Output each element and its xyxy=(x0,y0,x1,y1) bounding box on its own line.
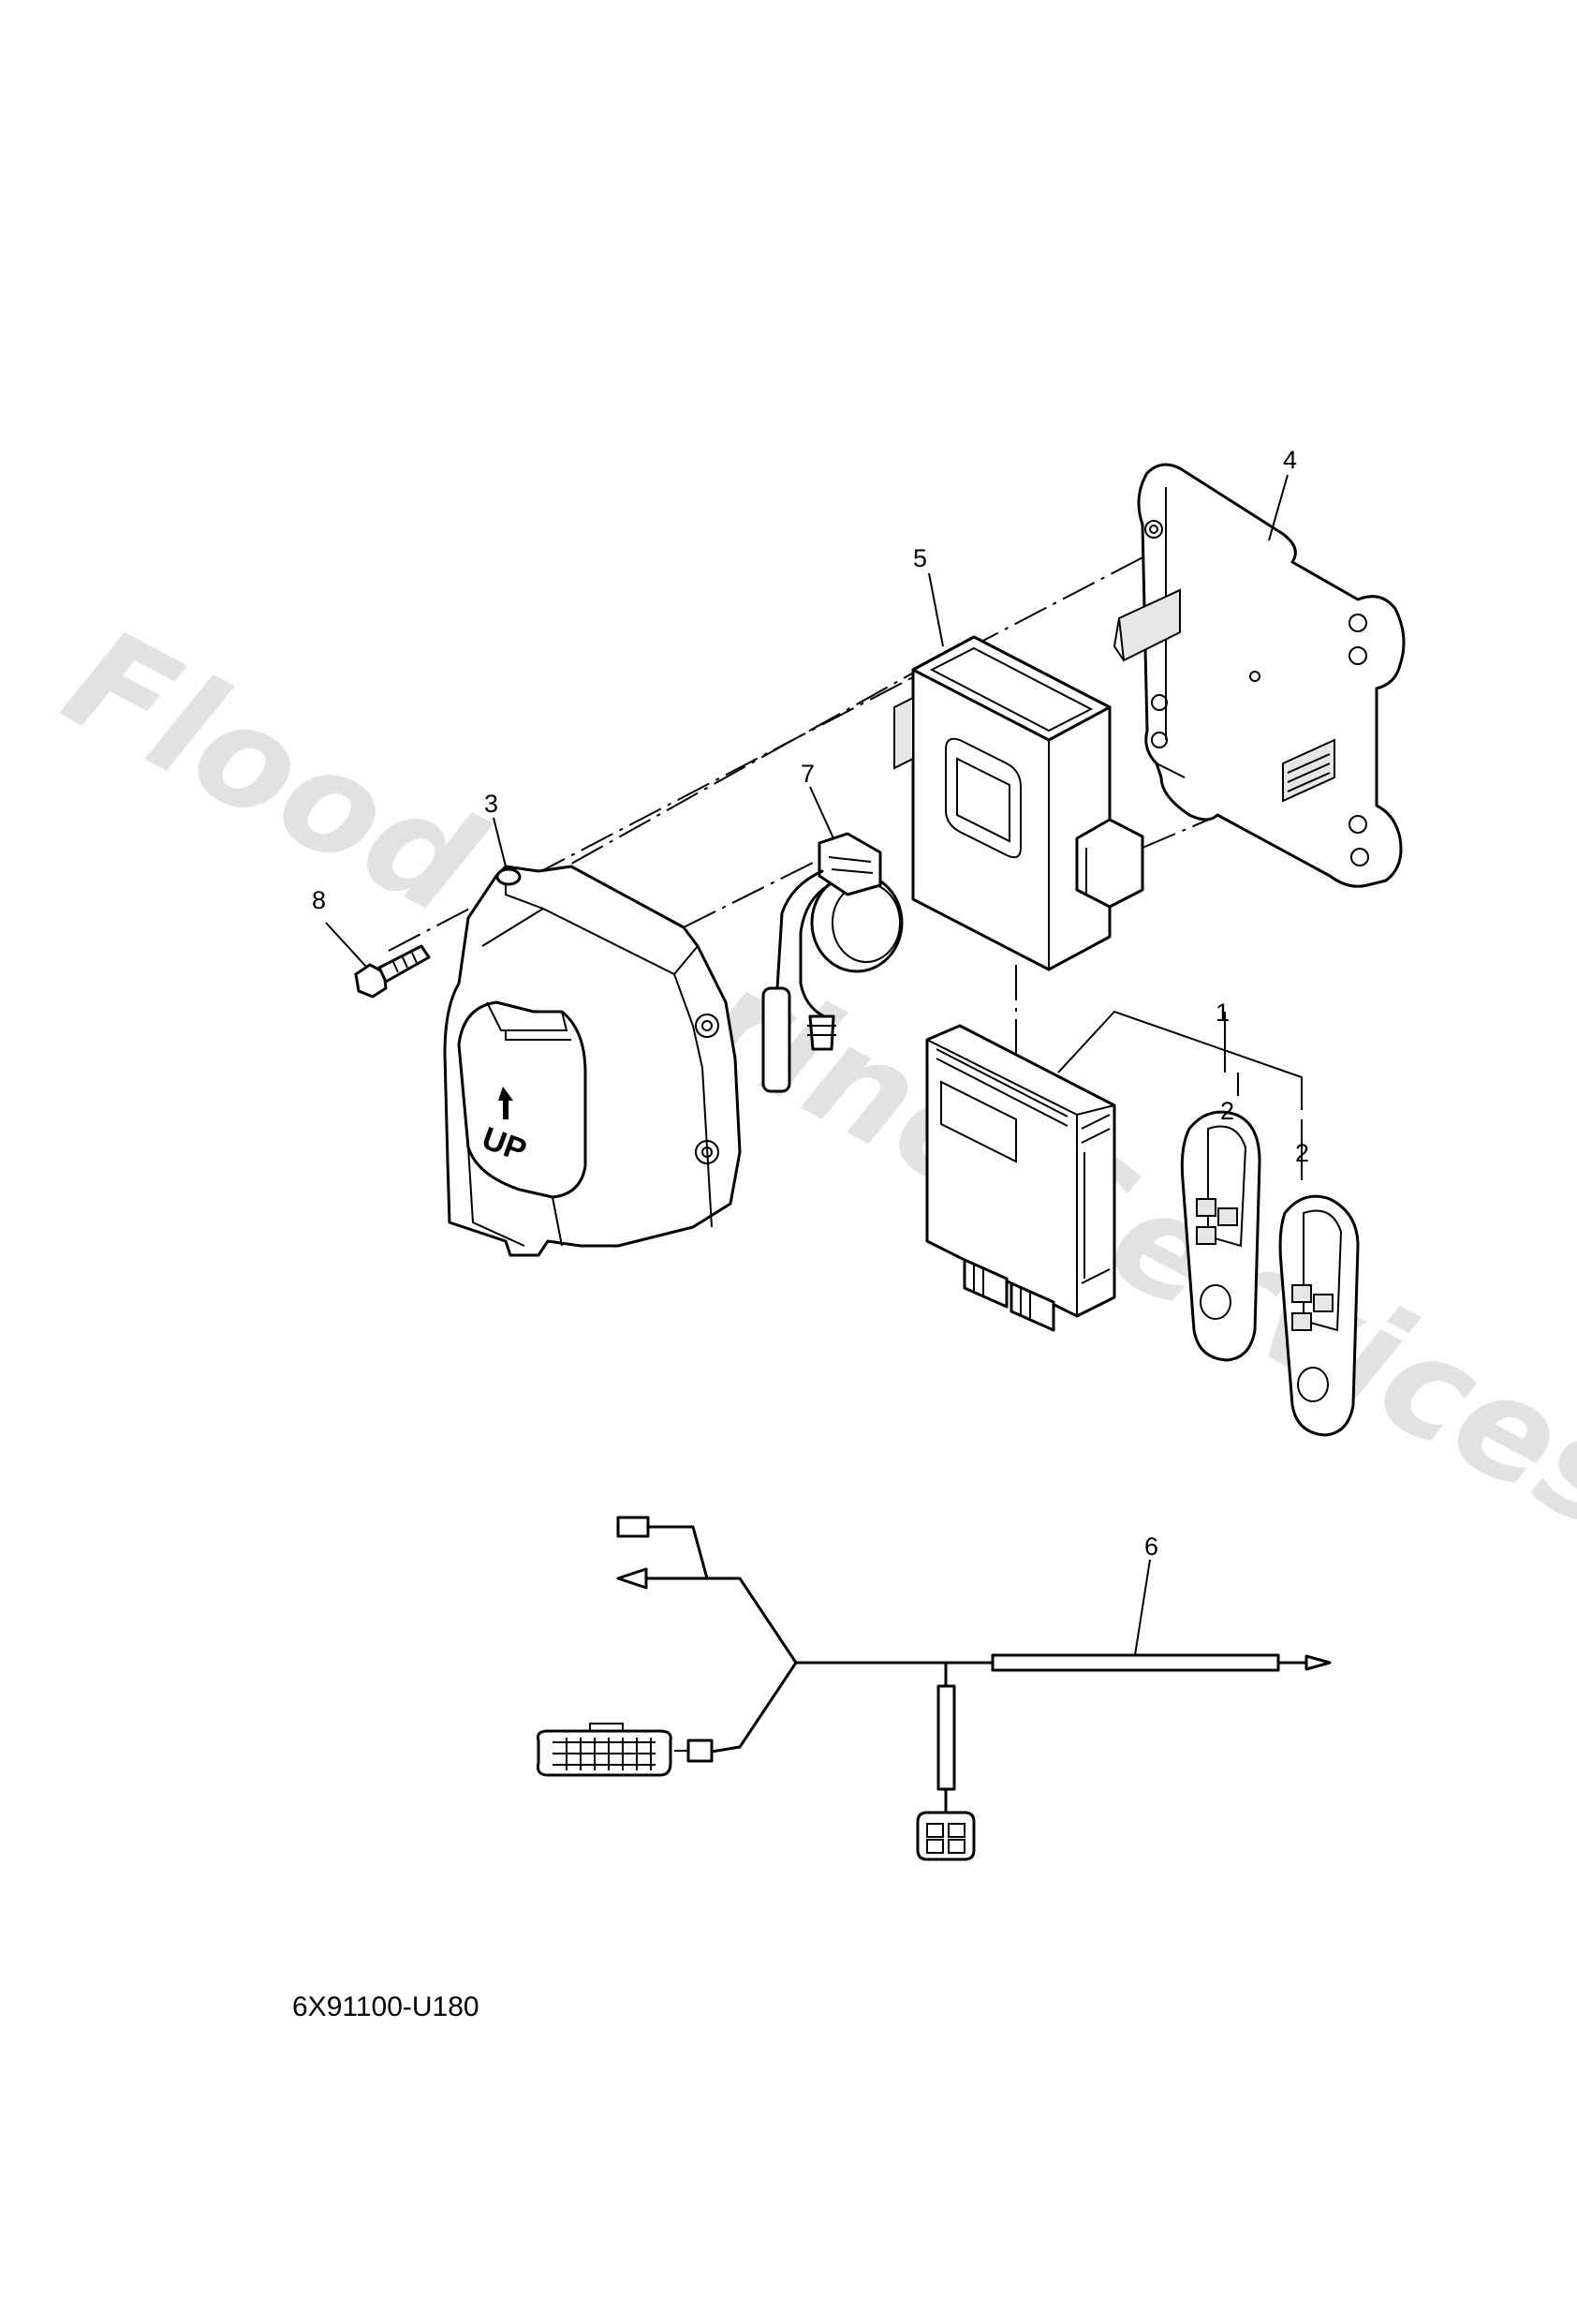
leader-4 xyxy=(1268,474,1289,541)
callout-5: 5 xyxy=(913,544,927,572)
leader-2 xyxy=(1237,1073,1303,1180)
leader-8 xyxy=(325,922,368,969)
remote-key-2 xyxy=(1278,1194,1360,1437)
bolt xyxy=(354,944,431,999)
callout-3: 3 xyxy=(484,790,498,818)
leader-1 xyxy=(1057,1010,1303,1110)
diagram-code: 6X91100-U180 xyxy=(292,1991,479,2022)
callout-2-left: 2 xyxy=(1220,1097,1234,1125)
remote-control-housing: UP xyxy=(443,865,742,1257)
callouts: 4 5 7 3 8 1 2 2 6 xyxy=(312,446,1309,1561)
callout-4: 4 xyxy=(1283,446,1297,474)
leader-7 xyxy=(809,786,834,839)
callout-6: 6 xyxy=(1144,1532,1158,1561)
callout-8: 8 xyxy=(312,886,326,914)
alignment-line-housing-to-case xyxy=(523,664,928,891)
mounting-plate xyxy=(1113,463,1406,888)
leader-lines xyxy=(325,474,1303,1656)
leader-3 xyxy=(493,817,507,867)
ecu-unit xyxy=(925,1024,1116,1332)
callout-2-right: 2 xyxy=(1295,1139,1309,1167)
leader-6 xyxy=(1134,1559,1151,1656)
callout-7: 7 xyxy=(801,760,815,788)
remote-key-1 xyxy=(1180,1110,1261,1362)
leader-5 xyxy=(928,572,944,647)
wire-harness xyxy=(537,1516,1332,1861)
callout-1: 1 xyxy=(1216,999,1230,1027)
alignment-line-sensor xyxy=(683,847,844,928)
ecu-case xyxy=(893,635,1144,971)
buzzer-sensor xyxy=(761,832,904,1093)
